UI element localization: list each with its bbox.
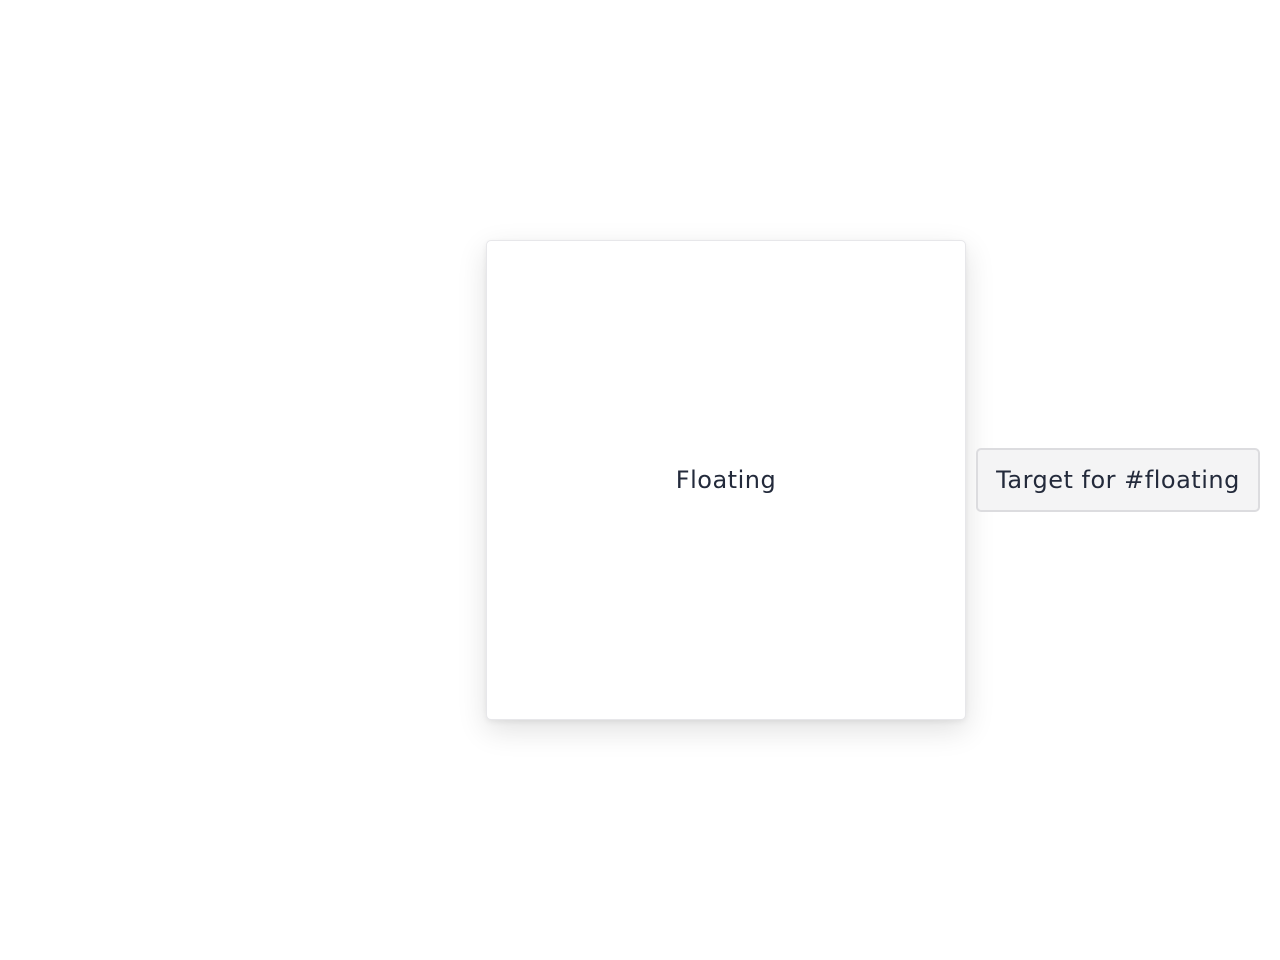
- floating-panel: Floating: [486, 240, 966, 720]
- floating-label: Floating: [675, 466, 777, 494]
- target-button[interactable]: Target for #floating: [976, 448, 1260, 512]
